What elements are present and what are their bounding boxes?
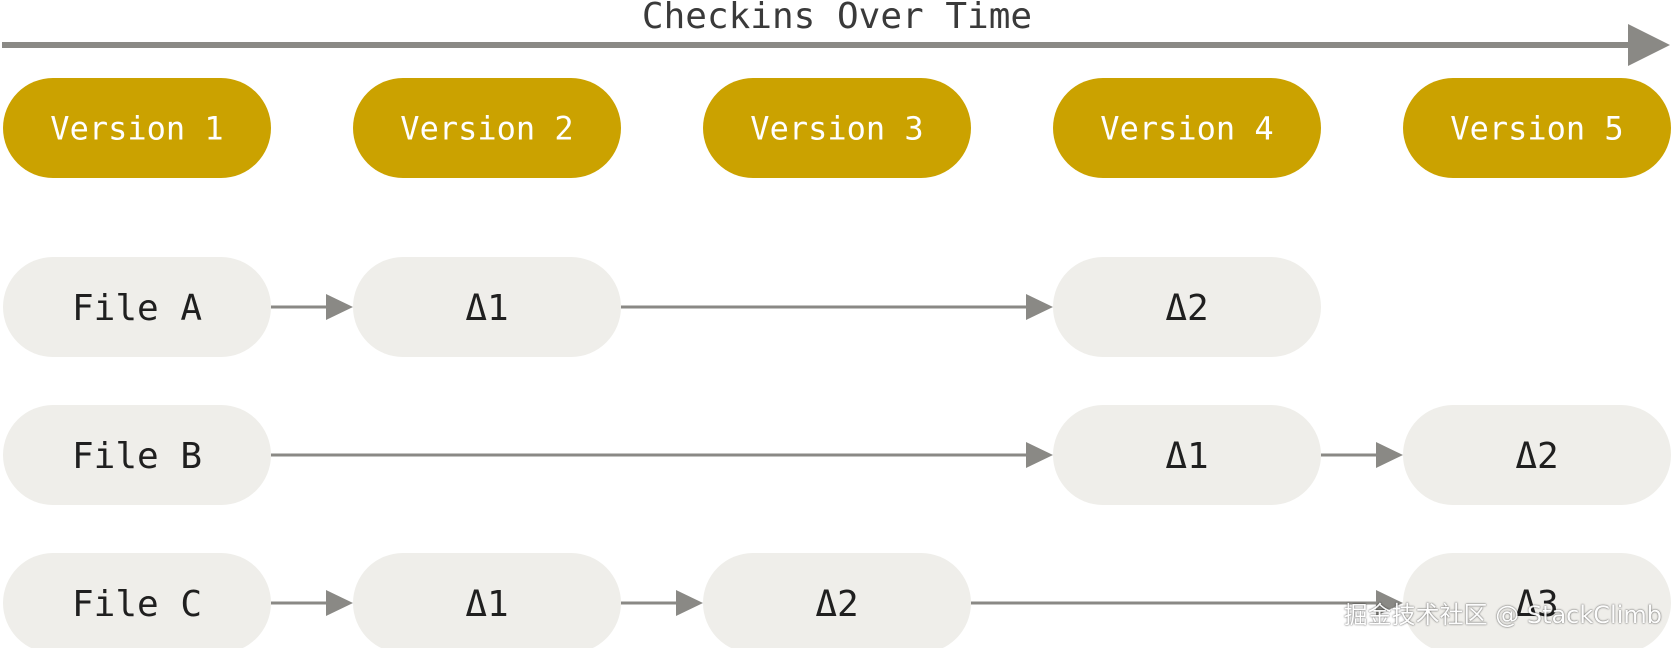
file-a-name-pill-label: File A: [72, 288, 202, 329]
file-b-arrow-2-head: [1376, 442, 1403, 468]
file-a-name-pill-shape: [3, 257, 271, 357]
file-a-delta-1-pill-label: Δ1: [465, 288, 508, 329]
version-pill-5-label: Version 5: [1450, 110, 1623, 148]
file-a-arrow-1-head: [326, 294, 353, 320]
file-b-delta-1-pill-shape: [1053, 405, 1321, 505]
file-b-name-pill-label: File B: [72, 436, 202, 477]
file-a-delta-1-pill-shape: [353, 257, 621, 357]
version-pill-4: Version 4: [1053, 78, 1321, 178]
version-pill-3-label: Version 3: [750, 110, 923, 148]
version-pill-2: Version 2: [353, 78, 621, 178]
file-b-delta-1-pill: Δ1: [1053, 405, 1321, 505]
file-c-arrow-1-head: [326, 590, 353, 616]
file-c-delta-2-pill-shape: [703, 553, 971, 653]
diagram-title: Checkins Over Time: [642, 0, 1032, 37]
file-c-delta-3-pill-label: Δ3: [1515, 584, 1558, 625]
file-b-delta-1-pill-label: Δ1: [1165, 436, 1208, 477]
file-c-delta-2-pill-label: Δ2: [815, 584, 858, 625]
version-pill-4-shape: [1053, 78, 1321, 178]
version-pill-2-shape: [353, 78, 621, 178]
file-a-delta-1-pill: Δ1: [353, 257, 621, 357]
file-b-name-pill-shape: [3, 405, 271, 505]
version-pill-1-shape: [3, 78, 271, 178]
file-c-delta-1-pill-label: Δ1: [465, 584, 508, 625]
file-c-arrow-2-head: [676, 590, 703, 616]
file-a-delta-2-pill-shape: [1053, 257, 1321, 357]
file-b-arrow-1-head: [1026, 442, 1053, 468]
version-pill-3-shape: [703, 78, 971, 178]
timeline-arrow-head: [1628, 24, 1670, 66]
file-a-delta-2-pill-label: Δ2: [1165, 288, 1208, 329]
version-pill-5-shape: [1403, 78, 1671, 178]
file-a-name-pill: File A: [3, 257, 271, 357]
file-c-delta-3-pill: Δ3: [1403, 553, 1671, 653]
file-a-arrow-2-head: [1026, 294, 1053, 320]
watermark: 掘金技术社区 @ StackClimb: [1343, 601, 1662, 629]
file-c-name-pill-label: File C: [72, 584, 202, 625]
file-c-name-pill-shape: [3, 553, 271, 653]
version-pill-4-label: Version 4: [1100, 110, 1273, 148]
file-a-delta-2-pill: Δ2: [1053, 257, 1321, 357]
file-b-delta-2-pill-shape: [1403, 405, 1671, 505]
version-pill-1-label: Version 1: [50, 110, 223, 148]
version-pill-3: Version 3: [703, 78, 971, 178]
file-b-delta-2-pill-label: Δ2: [1515, 436, 1558, 477]
file-c-arrow-3-head: [1376, 590, 1403, 616]
file-c-delta-3-pill-shape: [1403, 553, 1671, 653]
version-pill-1: Version 1: [3, 78, 271, 178]
file-b-delta-2-pill: Δ2: [1403, 405, 1671, 505]
file-c-name-pill: File C: [3, 553, 271, 653]
version-pill-2-label: Version 2: [400, 110, 573, 148]
version-pill-5: Version 5: [1403, 78, 1671, 178]
file-c-delta-1-pill: Δ1: [353, 553, 621, 653]
file-c-delta-1-pill-shape: [353, 553, 621, 653]
file-b-name-pill: File B: [3, 405, 271, 505]
file-c-delta-2-pill: Δ2: [703, 553, 971, 653]
